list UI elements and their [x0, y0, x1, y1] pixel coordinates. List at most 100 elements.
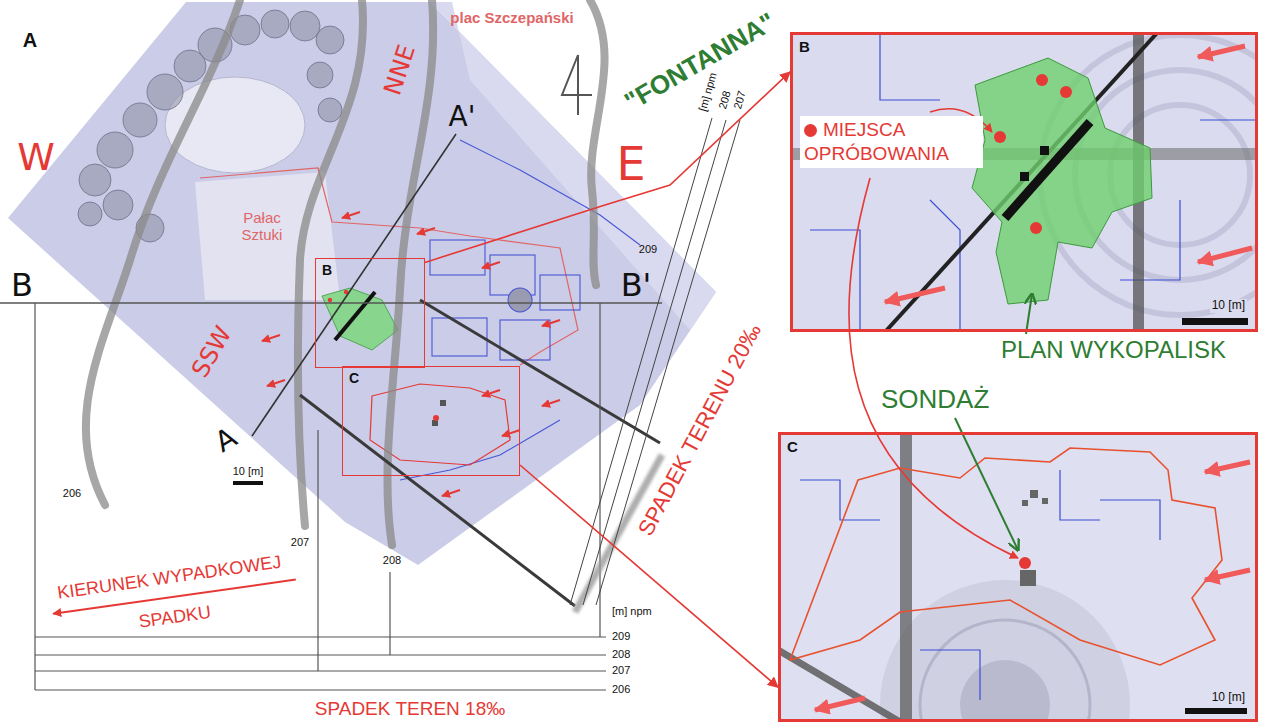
fountain-area	[335, 292, 375, 340]
axis-value: 207	[612, 664, 630, 677]
building-name: Pałac Sztuki	[231, 210, 293, 243]
section-line	[570, 118, 712, 605]
panel-letter: B	[320, 262, 334, 278]
leader-line	[849, 178, 1018, 558]
panel-letter: B	[797, 38, 812, 55]
axis-value-holder: 209	[612, 630, 630, 643]
inset-map	[1060, 470, 1100, 520]
inset-map	[800, 480, 880, 520]
site-map	[8, 2, 716, 565]
scale-label-holder: 10 [m]	[233, 465, 264, 478]
axis-unit-holder: [m] npm	[696, 71, 720, 113]
contour-value-holder: 209	[639, 243, 657, 256]
building-name-holder: Pałac Sztuki	[231, 210, 293, 243]
inset-map	[815, 698, 865, 710]
inset-map	[1120, 200, 1180, 280]
trench-label-holder: SONDAŻ	[878, 384, 992, 415]
detail-frame: B	[315, 258, 425, 368]
panel-letter: C	[785, 438, 800, 455]
scale-bar	[233, 481, 263, 485]
tree-cluster	[147, 74, 183, 110]
section-mark-holder: A'	[449, 100, 476, 134]
inset-map	[1200, 119, 1258, 120]
inset-map	[1182, 318, 1248, 325]
direction-label-holder: E	[616, 137, 645, 192]
axis-value: 206	[612, 683, 630, 696]
inset-map	[790, 32, 1258, 332]
trench-label: SONDAŻ	[878, 384, 992, 415]
contour-line	[298, 0, 363, 526]
section-mark-holder: A	[209, 421, 242, 460]
inset-map	[1036, 74, 1048, 86]
axis-value-holder: 208	[716, 89, 734, 110]
section-line	[599, 303, 600, 637]
inset-map	[1185, 708, 1247, 714]
section-line	[596, 120, 740, 605]
building-outline	[540, 275, 580, 310]
axis-unit: [m] npm	[612, 605, 652, 618]
flow-arrow	[542, 320, 560, 326]
inset-map	[994, 131, 1006, 143]
axis-value-holder: 207	[612, 664, 630, 677]
panel-letter-holder: A	[23, 28, 37, 52]
section-line	[317, 430, 318, 671]
inset-map	[880, 32, 940, 100]
flow-arrow	[267, 380, 285, 386]
direction-note-holder: KIERUNEK WYPADKOWEJ SPADKU	[43, 540, 302, 654]
feature-name-holder: "FONTANNA"	[619, 6, 781, 117]
contour-line	[86, 0, 605, 545]
inset-map	[1198, 248, 1252, 262]
axis-value-holder: 208	[612, 648, 630, 661]
direction-label: E	[616, 137, 645, 192]
legend-text: MIEJSCA OPRÓBOWANIA	[804, 119, 949, 164]
inset-map	[1030, 222, 1042, 234]
section-line	[35, 670, 606, 671]
fountain-area	[322, 288, 398, 350]
flow-arrow	[502, 430, 520, 436]
flow-arrow	[542, 400, 560, 406]
flow-arrow	[342, 212, 360, 218]
fountain-area	[322, 288, 398, 350]
tree-cluster	[97, 132, 133, 168]
slope-note: SPADEK TERENU 20‰	[631, 317, 768, 543]
scale-label: 10 [m]	[1210, 299, 1247, 313]
building-outline	[460, 140, 640, 245]
inset-map	[778, 650, 900, 722]
flow-arrow	[442, 490, 460, 496]
section-line	[583, 120, 726, 605]
inset-map	[1040, 146, 1049, 155]
tree-cluster	[261, 10, 289, 38]
detail-frame: C	[342, 366, 520, 476]
section-line	[35, 689, 606, 690]
contour-line	[86, 0, 240, 505]
section-line	[35, 636, 606, 637]
building-outline	[490, 255, 535, 295]
inset-map	[1005, 122, 1090, 218]
contour-value: 208	[383, 554, 401, 567]
inset-map	[1019, 557, 1031, 569]
tree-cluster	[103, 190, 133, 220]
leader-line	[53, 109, 1032, 614]
direction-label: NNE	[378, 41, 421, 98]
contour-value: 206	[63, 487, 81, 500]
street-name: plac Szczepański	[450, 9, 573, 27]
flow-arrow	[482, 262, 500, 268]
direction-label: W	[17, 135, 55, 181]
tree-cluster	[78, 202, 102, 226]
contour-value: 209	[639, 243, 657, 256]
feature-name: "FONTANNA"	[619, 6, 781, 117]
section-line	[0, 302, 662, 303]
inset-map	[885, 288, 945, 302]
direction-note: KIERUNEK WYPADKOWEJ SPADKU	[43, 540, 302, 654]
leader-line	[955, 418, 1018, 550]
axis-unit-holder: [m] npm	[612, 605, 652, 618]
leader-line	[1026, 294, 1032, 334]
flow-arrow	[417, 228, 435, 234]
section-mark: B'	[621, 266, 652, 304]
inset-map	[1060, 86, 1072, 98]
inset-map	[1042, 498, 1048, 504]
section-line	[300, 395, 575, 606]
section-mark: B	[11, 266, 33, 304]
